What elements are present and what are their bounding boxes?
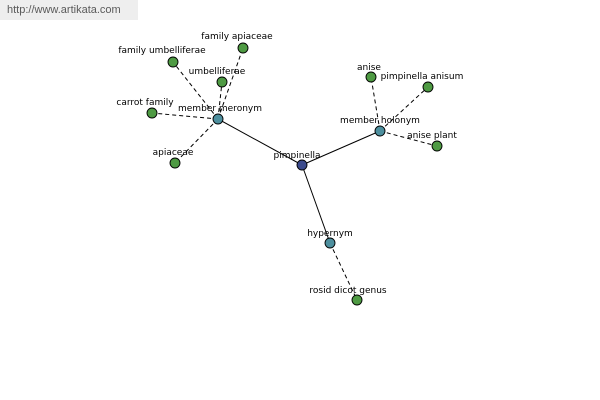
leaf-node-pimpinella-anisum[interactable] xyxy=(422,81,434,93)
root-label-pimpinella[interactable]: pimpinella xyxy=(274,151,321,161)
edge-member-holonym-anise xyxy=(370,76,381,132)
leaf-label-rosid-dicot-genus[interactable]: rosid dicot genus xyxy=(309,286,386,296)
leaf-node-rosid-dicot-genus[interactable] xyxy=(351,294,363,306)
leaf-label-umbelliferae[interactable]: umbelliferae xyxy=(189,67,246,77)
edge-member-meronym-family-umbelliferae xyxy=(172,61,219,120)
leaf-node-anise[interactable] xyxy=(365,71,377,83)
relation-node-hypernym[interactable] xyxy=(324,237,336,249)
graph-edges xyxy=(151,47,438,301)
root-node-pimpinella[interactable] xyxy=(296,159,308,171)
leaf-label-apiaceae[interactable]: apiaceae xyxy=(153,148,194,158)
relation-label-member-holonym[interactable]: member holonym xyxy=(340,116,420,126)
relation-label-hypernym[interactable]: hypernym xyxy=(307,229,353,239)
leaf-node-apiaceae[interactable] xyxy=(169,157,181,169)
edge-hypernym-rosid-dicot-genus xyxy=(329,242,358,301)
edge-pimpinella-member-holonym xyxy=(301,130,381,166)
edge-member-holonym-pimpinella-anisum xyxy=(379,86,429,132)
leaf-label-pimpinella-anisum[interactable]: pimpinella anisum xyxy=(381,72,464,82)
leaf-node-family-umbelliferae[interactable] xyxy=(167,56,179,68)
leaf-label-family-umbelliferae[interactable]: family umbelliferae xyxy=(118,46,206,56)
graph-labels: pimpinella member meronym family apiaceae f… xyxy=(116,32,463,296)
leaf-label-anise[interactable]: anise xyxy=(357,63,381,73)
relation-label-member-meronym[interactable]: member meronym xyxy=(178,104,262,114)
leaf-label-anise-plant[interactable]: anise plant xyxy=(407,131,457,141)
leaf-label-carrot-family[interactable]: carrot family xyxy=(116,98,174,108)
relation-node-member-meronym[interactable] xyxy=(212,113,224,125)
edge-member-meronym-umbelliferae xyxy=(217,81,223,120)
leaf-node-anise-plant[interactable] xyxy=(431,140,443,152)
watermark-url: http://www.artikata.com xyxy=(0,0,138,20)
graph-nodes xyxy=(146,42,443,306)
leaf-node-carrot-family[interactable] xyxy=(146,107,158,119)
edge-pimpinella-member-meronym xyxy=(217,118,303,166)
edge-pimpinella-hypernym xyxy=(301,164,331,244)
leaf-node-umbelliferae[interactable] xyxy=(216,76,228,88)
leaf-label-family-apiaceae[interactable]: family apiaceae xyxy=(201,32,273,42)
relation-node-member-holonym[interactable] xyxy=(374,125,386,137)
leaf-node-family-apiaceae[interactable] xyxy=(237,42,249,54)
edge-member-meronym-family-apiaceae xyxy=(217,47,244,120)
edge-member-meronym-apiaceae xyxy=(174,118,219,164)
edge-member-holonym-anise-plant xyxy=(379,130,438,147)
